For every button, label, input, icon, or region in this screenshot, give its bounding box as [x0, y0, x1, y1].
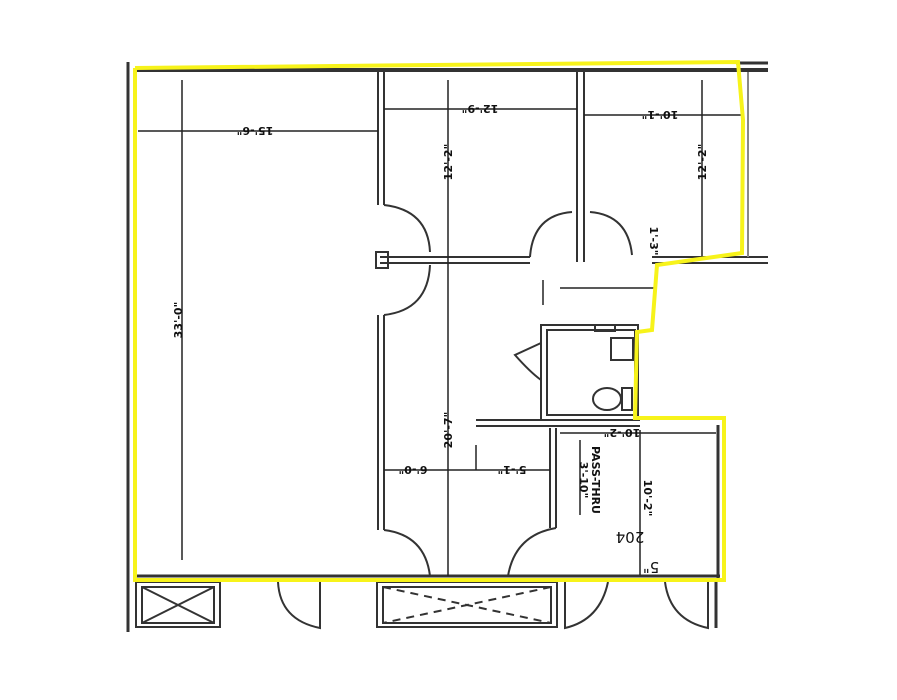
- svg-text:6'-0": 6'-0": [399, 463, 428, 476]
- svg-text:1'-3": 1'-3": [647, 227, 660, 256]
- dimension-lines: [138, 80, 742, 576]
- svg-text:10'-2": 10'-2": [641, 480, 654, 517]
- svg-text:12'-2": 12'-2": [442, 144, 455, 181]
- svg-text:PASS-THRU: PASS-THRU: [589, 446, 602, 514]
- dimension-labels: 33'-0" 15'-6" 12'-9" 10'-1" 12'-2" 12'-2…: [172, 102, 709, 576]
- svg-text:20'-7": 20'-7": [442, 412, 455, 449]
- svg-text:15'-6": 15'-6": [237, 124, 274, 137]
- svg-text:5": 5": [643, 558, 659, 576]
- room-number: 204: [616, 528, 645, 546]
- svg-text:33'-0": 33'-0": [172, 302, 185, 339]
- svg-text:10'-1": 10'-1": [642, 108, 679, 121]
- svg-text:10'-2": 10'-2": [604, 426, 641, 439]
- svg-text:12'-2": 12'-2": [696, 144, 709, 181]
- suite-boundary-highlight: [133, 59, 746, 582]
- svg-text:5'-1": 5'-1": [498, 463, 527, 476]
- svg-text:12'-9": 12'-9": [462, 102, 499, 115]
- svg-text:3'-10": 3'-10": [577, 462, 590, 499]
- walls: [126, 61, 768, 632]
